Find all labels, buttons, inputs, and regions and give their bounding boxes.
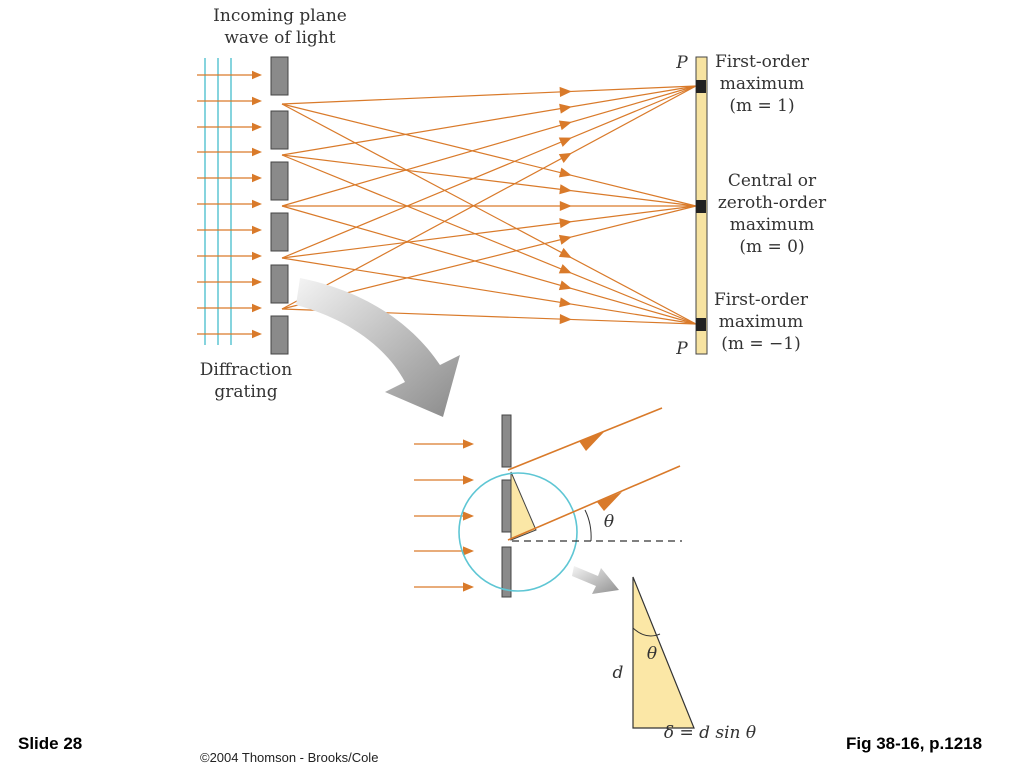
ray-line [281,154,697,325]
ray-arrow-head [558,247,572,258]
detail-incoming-head [463,582,474,592]
incoming-arrow-head [252,96,262,106]
d-label: d [612,663,624,683]
incoming-arrow-head [252,199,262,209]
incoming-arrow-head [252,173,262,183]
viewing-screen [695,56,708,355]
ray-arrow-head [558,264,572,274]
incoming-arrow-head [252,147,262,157]
ray-line [281,85,697,207]
ray-line [281,257,697,325]
screen-point-top: P [676,53,688,73]
figure-reference: Fig 38-16, p.1218 [846,734,983,753]
first-order-top-line2: maximum [719,74,805,94]
diffraction-grating [270,56,289,355]
ray-line [281,205,697,259]
theta-arc [584,509,592,542]
detail-incoming-head [463,511,474,521]
diffracted-rays [281,85,697,325]
detail-slit-bottom [501,546,512,598]
maximum-top-marker [696,80,706,93]
central-max-line3: maximum [729,215,815,235]
incoming-wave-label-line1: Incoming plane [213,6,347,26]
path-difference-triangle [510,471,537,541]
ray-line [281,85,697,259]
grating-label-line2: grating [214,382,278,402]
ray-arrow-head [559,184,572,195]
triangle-detail [632,576,695,729]
incoming-arrow-head [252,225,262,235]
central-max-line4: (m = 0) [739,237,805,257]
maximum-bottom-marker [696,318,706,331]
incoming-wavefronts [204,58,232,345]
ray-arrow-head [559,297,572,308]
ray-arrow-head [558,120,572,131]
ray-arrow-head [559,200,572,212]
ray-line [281,85,697,310]
ray-arrow-head [558,234,572,245]
copyright: ©2004 Thomson - Brooks/Cole [200,750,379,765]
ray-line [281,205,697,325]
incoming-arrow-head [252,329,262,339]
slide-number: Slide 28 [18,734,83,753]
maximum-central-marker [696,200,706,213]
ray-line [281,85,697,105]
ray-line [281,85,697,156]
triangle-theta-arc [632,627,661,637]
zoom-arrow [296,278,460,417]
ray-arrow-head [559,103,572,114]
small-arrow [572,566,619,594]
detail-incoming-head [463,439,474,449]
central-max-label: Central or zeroth-order maximum (m = 0) [712,170,832,258]
incoming-arrow-head [252,303,262,313]
ray-arrow-head [558,167,572,178]
screen-point-bottom: P [676,339,688,359]
first-order-bottom-label: First-order maximum (m = −1) [708,289,814,355]
detail-incoming-head [463,475,474,485]
central-max-line2: zeroth-order [717,193,827,213]
incoming-wave-label-line2: wave of light [224,28,336,48]
zoom-circle [458,472,578,592]
delta-equation: δ = d sin θ [663,723,757,743]
incoming-arrow-head [252,70,262,80]
detail-incoming-arrows [414,439,474,592]
incoming-wave-label: Incoming plane wave of light [196,5,364,49]
ray-arrow-head [559,314,572,325]
ray-arrow-head [558,152,572,164]
ray-arrow-head [558,280,572,291]
triangle-theta-label: θ [646,644,658,664]
grating-label: Diffraction grating [180,359,312,403]
ray-arrow-head [559,86,572,97]
ray-line [281,154,697,207]
first-order-top-label: First-order maximum (m = 1) [712,51,812,117]
ray-line [281,103,697,325]
detail-ray-bottom [507,465,681,541]
detail-slit-top [501,414,512,468]
first-order-bottom-line1: First-order [713,290,809,310]
ray-arrow-head [558,137,572,147]
detail-slit-middle [501,479,512,533]
detail-view [414,407,695,729]
grating-label-line1: Diffraction [199,360,293,380]
incoming-arrow-head [252,251,262,261]
ray-line [281,103,697,207]
incoming-arrows [197,70,262,339]
ray-arrow-head [559,218,572,229]
detail-incoming-head [463,546,474,556]
first-order-top-line1: First-order [714,52,810,72]
central-max-line1: Central or [727,171,817,191]
ray-line [281,205,697,310]
first-order-bottom-line3: (m = −1) [721,334,801,354]
incoming-arrow-head [252,122,262,132]
theta-label: θ [603,512,615,532]
incoming-arrow-head [252,277,262,287]
first-order-top-line3: (m = 1) [729,96,795,116]
first-order-bottom-line2: maximum [718,312,804,332]
